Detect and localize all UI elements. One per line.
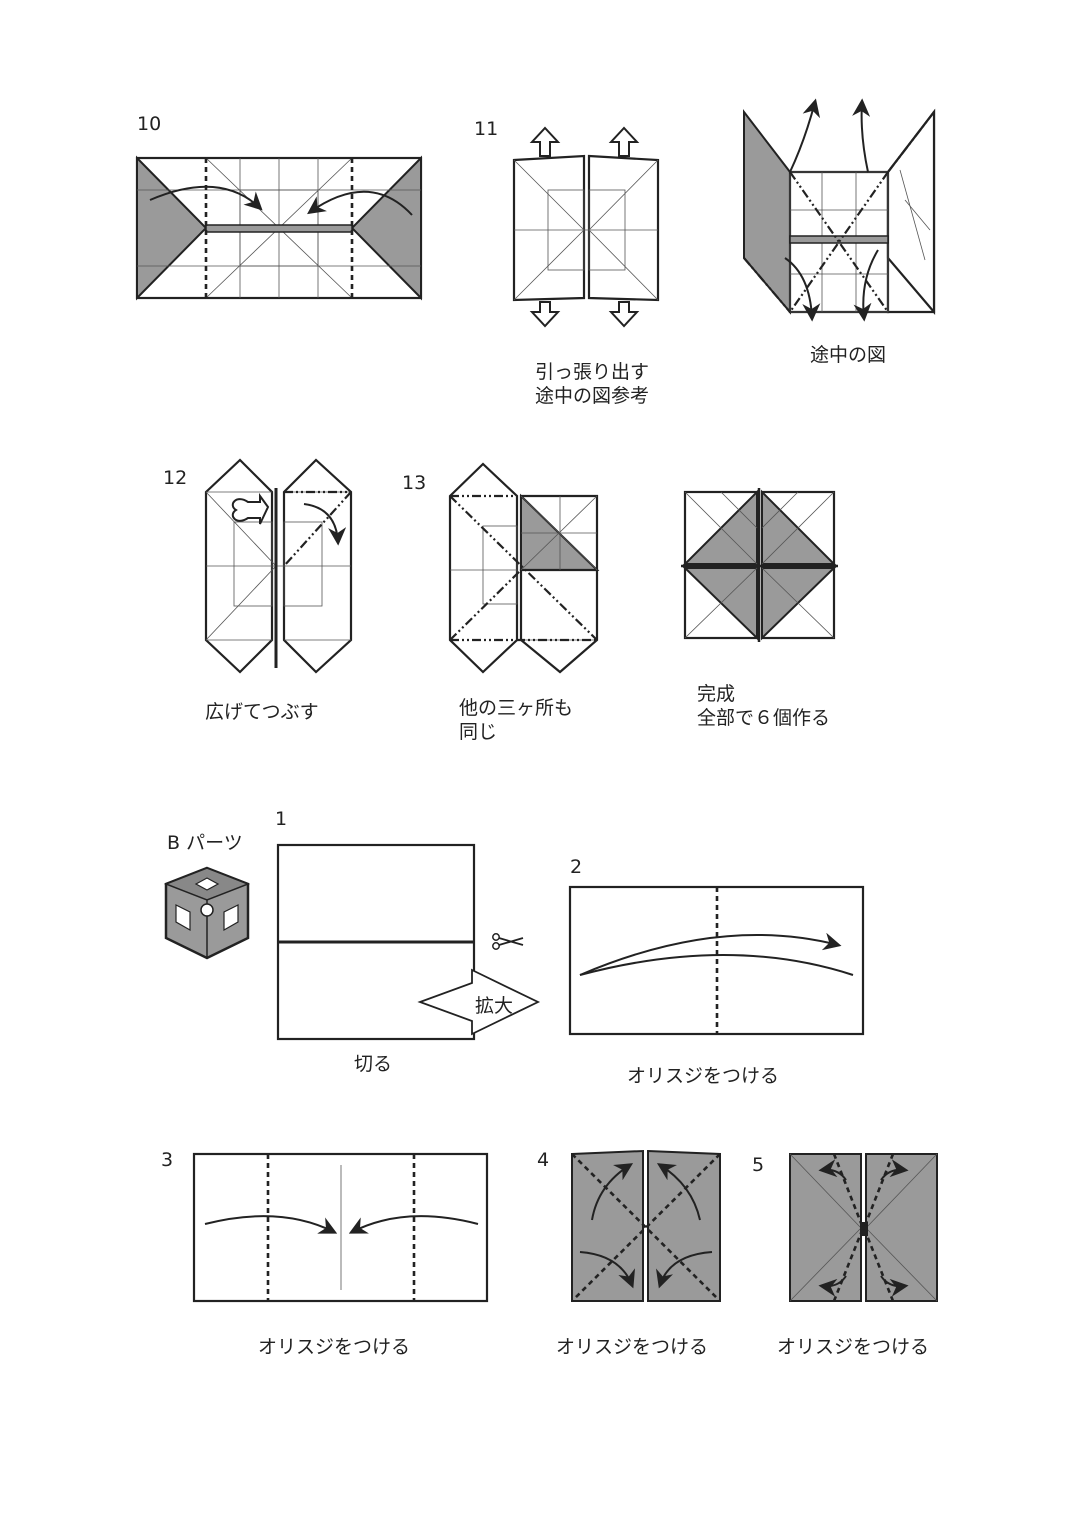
step-12-diagram — [204, 458, 353, 674]
b-step-1-caption: 切る — [354, 1053, 393, 1075]
step-11-diagram — [512, 126, 660, 328]
enlarge-label: 拡大 — [475, 995, 514, 1017]
step-10-number: 10 — [137, 113, 162, 135]
step-13-diagram — [448, 462, 600, 674]
b-step-3-diagram — [192, 1152, 489, 1303]
enlarge-arrow-icon — [417, 968, 541, 1036]
step-11-progress-caption: 途中の図 — [810, 344, 887, 366]
step-11-caption: 引っ張り出す 途中の図参考 — [535, 360, 649, 408]
b-part-cube-icon — [163, 866, 251, 960]
step-12-caption: 広げてつぶす — [205, 701, 319, 723]
step-13-caption: 他の三ヶ所も 同じ — [459, 696, 573, 744]
b-part-title: B パーツ — [167, 832, 243, 854]
b-step-2-caption: オリスジをつける — [627, 1065, 780, 1087]
step-11-caption-line2: 途中の図参考 — [535, 385, 650, 407]
b-step-2-diagram — [568, 885, 865, 1036]
b-step-3-caption: オリスジをつける — [258, 1336, 411, 1358]
b-step-4-diagram — [571, 1149, 721, 1302]
b-step-1-diagram — [276, 843, 541, 1041]
pull-arrows — [529, 126, 640, 328]
b-step-5-diagram — [789, 1153, 938, 1302]
b-step-4-caption: オリスジをつける — [556, 1336, 709, 1358]
completed-caption: 完成 全部で６個作る — [697, 682, 830, 730]
b-step-4-number: 4 — [537, 1149, 550, 1171]
step-12-number: 12 — [163, 467, 188, 489]
scissors-icon — [492, 933, 524, 950]
step-11-number: 11 — [474, 118, 499, 140]
squash-arrow-icon — [231, 492, 270, 525]
b-step-2-number: 2 — [570, 856, 583, 878]
step-10-diagram — [135, 155, 423, 301]
step-13-caption-line1: 他の三ヶ所も — [459, 697, 574, 719]
step-11-progress-diagram — [743, 98, 936, 322]
step-13-number: 13 — [402, 472, 427, 494]
step-11-caption-line1: 引っ張り出す — [535, 361, 650, 383]
b-step-1-number: 1 — [275, 808, 288, 830]
step-13-caption-line2: 同じ — [459, 721, 498, 743]
completed-caption-line2: 全部で６個作る — [697, 707, 831, 729]
b-step-5-number: 5 — [752, 1154, 765, 1176]
b-step-5-caption: オリスジをつける — [777, 1336, 930, 1358]
completed-unit-diagram — [681, 488, 838, 642]
completed-caption-line1: 完成 — [697, 683, 736, 705]
b-step-3-number: 3 — [161, 1149, 174, 1171]
